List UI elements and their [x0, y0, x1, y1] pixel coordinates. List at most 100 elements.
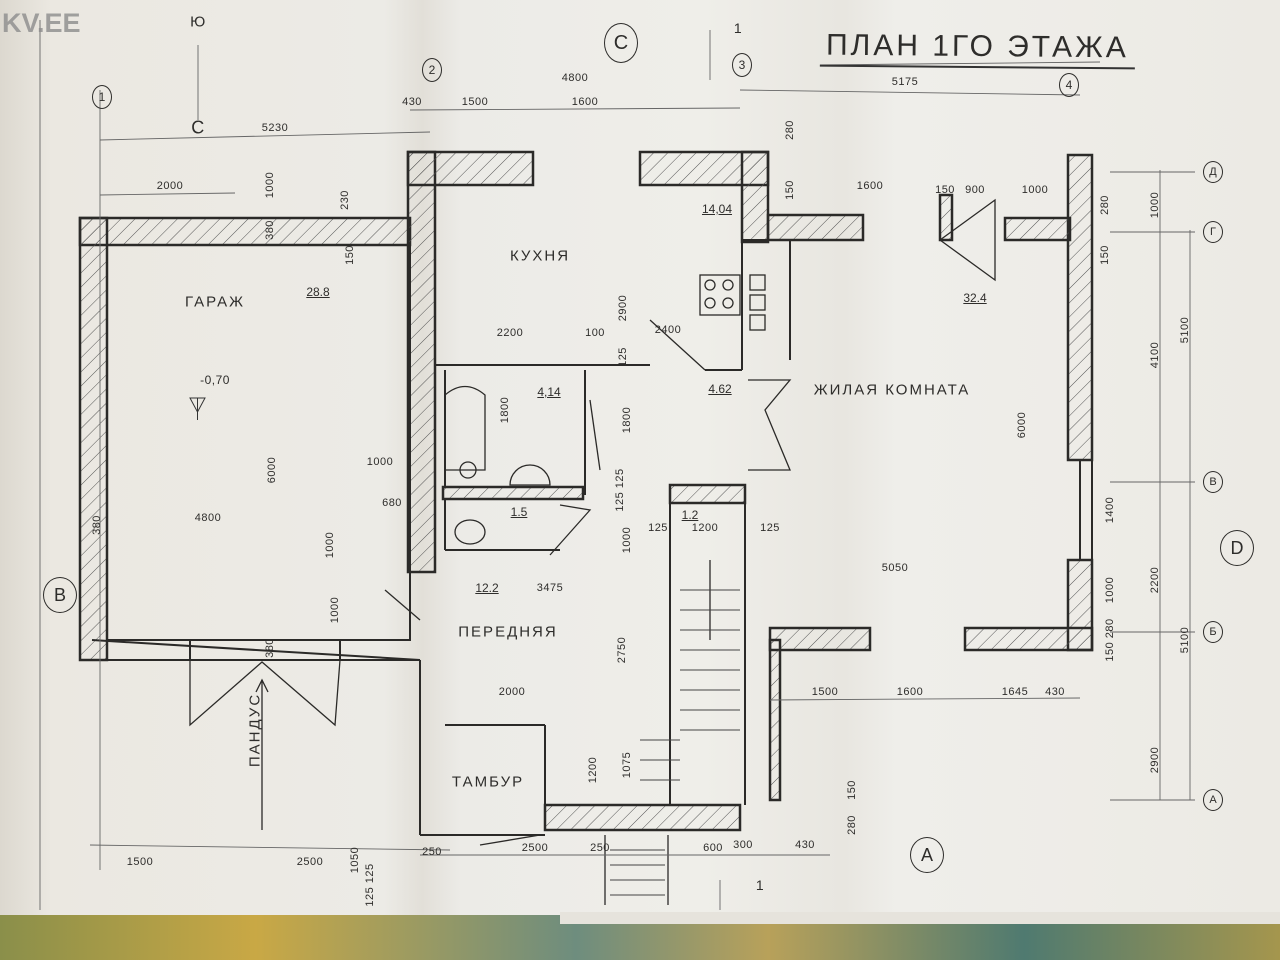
plan-title: ПЛАН 1ГО ЭТАЖА: [819, 28, 1135, 70]
dimension-label: 150 280: [1104, 618, 1116, 662]
partitions: [91, 185, 1093, 836]
room-living-label: ЖИЛАЯ КОМНАТА: [813, 381, 971, 399]
dimension-label: 3475: [536, 582, 564, 594]
bathroom-area: 4,14: [537, 385, 561, 399]
dimension-label: 280: [846, 815, 858, 835]
dimension-label: 2000: [156, 180, 184, 192]
dimension-label: 4800: [561, 72, 589, 84]
dimension-label: 125 125: [364, 863, 376, 907]
room-hall-area: 12.2: [475, 581, 499, 595]
dimension-label: 280: [1099, 195, 1111, 215]
dimension-label: 1000: [264, 171, 276, 199]
dimension-label: 2200: [1149, 566, 1161, 594]
dimension-label: 2900: [1149, 746, 1161, 774]
dimension-label: 2400: [654, 324, 682, 336]
dimension-label: 1800: [621, 406, 633, 434]
dimension-label: 1000: [366, 456, 394, 468]
dimension-label: 125: [648, 522, 668, 534]
ramp-label: ПАНДУС: [246, 692, 264, 768]
room-garage-label: ГАРАЖ: [185, 293, 245, 311]
dimension-label: 280: [784, 120, 796, 140]
dimension-label: 2500: [296, 856, 324, 868]
dimension-label: 2000: [498, 686, 526, 698]
dimension-label: 5175: [891, 76, 919, 88]
dimension-label: 1000: [621, 526, 633, 554]
dimension-label: 1200: [587, 756, 599, 784]
dimension-label: 430: [402, 96, 422, 108]
compass-north: С: [191, 117, 205, 138]
axis-row-v: В: [1203, 471, 1223, 493]
dimension-label: 1600: [856, 180, 884, 192]
axis-circled-d: D: [1220, 530, 1254, 566]
dimension-label: 600: [703, 842, 723, 854]
dimension-label: 1800: [499, 396, 511, 424]
dimension-label: 380: [264, 220, 276, 240]
dimension-label: 1000: [324, 531, 336, 559]
dimension-label: 1000: [1104, 576, 1116, 604]
dimension-label: 2200: [496, 327, 524, 339]
axis-column-3: 3: [732, 53, 752, 77]
dimension-label: 6000: [1016, 411, 1028, 439]
dimension-label: 1000: [329, 596, 341, 624]
dimension-label: 230: [339, 190, 351, 210]
dimension-label: 900: [965, 184, 985, 196]
watermark-logo: KV.EE: [2, 8, 81, 38]
dimension-label: 5230: [261, 122, 289, 134]
dimension-lines: [39, 20, 1195, 910]
dimension-label: 150: [784, 180, 796, 200]
section-mark-bottom: 1: [755, 877, 765, 893]
dimension-label: 1500: [811, 686, 839, 698]
dimension-label: 5100: [1179, 626, 1191, 654]
dimension-label: 100: [585, 327, 605, 339]
wc-area: 1.5: [510, 505, 528, 519]
dimension-label: 380: [264, 638, 276, 658]
room-garage-area: 28.8: [306, 285, 330, 299]
dimension-label: 680: [382, 497, 402, 509]
dimension-label: 2750: [616, 636, 628, 664]
dimension-label: 1500: [126, 856, 154, 868]
dimension-label: 4800: [194, 512, 222, 524]
dimension-label: 250: [422, 846, 442, 858]
dimension-label: 150: [846, 780, 858, 800]
dimension-label: 250: [590, 842, 610, 854]
paper-edge: [560, 912, 1280, 924]
stair-area: 1.2: [681, 508, 699, 522]
dimension-label: 1050: [349, 846, 361, 874]
dimension-label: 1645: [1001, 686, 1029, 698]
dimension-label: 1600: [571, 96, 599, 108]
dimension-label: 5100: [1179, 316, 1191, 344]
stair-treads: [610, 589, 740, 896]
dimension-label: 125 125: [614, 468, 626, 512]
dimension-label: 125: [617, 347, 629, 367]
dimension-label: 2900: [617, 294, 629, 322]
dimension-label: 4100: [1149, 341, 1161, 369]
dimension-label: 150: [1099, 245, 1111, 265]
dimension-label: 430: [1045, 686, 1065, 698]
dimension-label: 5050: [881, 562, 909, 574]
axis-row-b: Б: [1203, 621, 1223, 643]
axis-circled-v: В: [43, 577, 77, 613]
level-mark: -0,70: [200, 373, 230, 387]
room-hall-label: ПЕРЕДНЯЯ: [458, 623, 558, 641]
dimension-label: 1075: [621, 751, 633, 779]
axis-column-2: 2: [422, 58, 442, 82]
dimension-label: 300: [733, 839, 753, 851]
axis-row-a: А: [1203, 789, 1223, 811]
axis-circled-a: А: [910, 837, 944, 873]
room-kitchen-label: КУХНЯ: [509, 247, 571, 265]
dimension-label: 2500: [521, 842, 549, 854]
dimension-label: 1000: [1021, 184, 1049, 196]
dimension-label: 1400: [1104, 496, 1116, 524]
axis-column-4: 4: [1059, 73, 1079, 97]
dimension-label: 150: [344, 245, 356, 265]
room-living-area: 32.4: [963, 291, 987, 305]
axis-circled-c: С: [604, 23, 638, 63]
axis-column-1: 1: [92, 85, 112, 109]
compass-south: Ю: [190, 13, 206, 31]
dimension-label: 430: [795, 839, 815, 851]
room-kitchen-area: 14,04: [701, 202, 733, 216]
axis-row-d: Д: [1203, 161, 1223, 183]
doors-and-fixtures: [189, 198, 996, 905]
room-vestibule-label: ТАМБУР: [451, 773, 525, 791]
